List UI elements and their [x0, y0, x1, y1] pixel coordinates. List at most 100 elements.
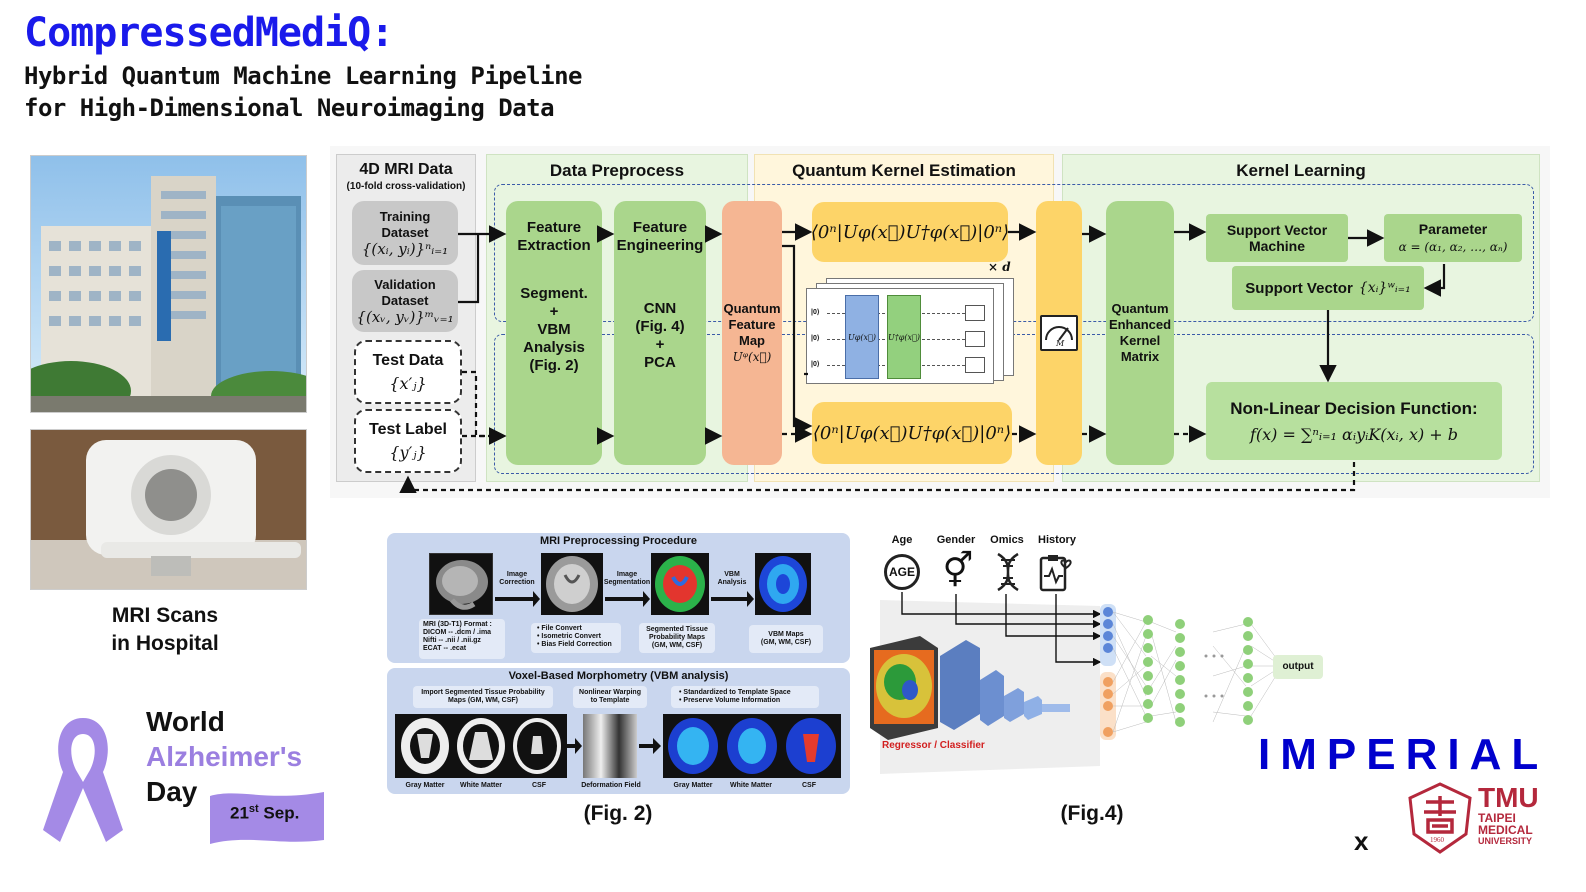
photo-caption: MRI Scans in Hospital: [30, 602, 300, 658]
parameter-title: Parameter: [1418, 221, 1488, 237]
note1-line4: ECAT -- .ecat: [423, 645, 467, 652]
fe-body-5: (Fig. 2): [529, 357, 579, 374]
test-data-formula: {x′ⱼ}: [389, 373, 427, 393]
note3-line1: Segmented Tissue: [646, 626, 708, 633]
output-label: output: [1282, 661, 1314, 672]
quantum-circuit: |0⟩ |0⟩ |0⟩ Uφ(x⃗) U†φ(x⃗) × d: [806, 260, 1014, 384]
step-vbm-analysis: VBM Analysis: [717, 571, 747, 586]
warped-maps-image: [663, 714, 841, 778]
note4-line2: (GM, WM, CSF): [760, 639, 812, 646]
validation-label-2: Dataset: [381, 293, 429, 308]
note3-line2: Probability Maps: [648, 634, 705, 641]
decision-formula: f(x) = ∑ⁿᵢ₌₁ αᵢyᵢK(xᵢ, x) + b: [1249, 424, 1459, 444]
awareness-text: World Alzheimer's Day: [146, 704, 302, 809]
vbm1-line1: Import Segmented Tissue Probability: [421, 689, 545, 696]
vbm-step-import: Import Segmented Tissue Probability Maps…: [413, 686, 553, 708]
fg-title-1: Feature: [632, 219, 688, 236]
input-history-label: History: [1038, 534, 1076, 546]
feature-engineering-block: Feature Engineering CNN (Fig. 4) + PCA: [614, 201, 706, 465]
vbm2-line1: Nonlinear Warping: [579, 689, 641, 696]
photo-caption-line-1: MRI Scans: [111, 604, 219, 627]
date-suffix: st: [248, 803, 259, 815]
qfm-line-3: Map: [739, 333, 765, 348]
test-label-box: Test Label {y′ⱼ}: [354, 409, 462, 473]
tmu-seal-year: 1960: [1430, 836, 1444, 844]
fig2-title: MRI Preprocessing Procedure: [539, 535, 698, 547]
vbm1-line2: Maps (GM, WM, CSF): [448, 697, 518, 704]
fe-title-2: Extraction: [517, 237, 591, 254]
page-title: CompressedMediQ:: [24, 10, 394, 56]
awareness-line-1: World: [146, 706, 225, 737]
input-gender-label: Gender: [936, 534, 976, 546]
test-label-label: Test Label: [369, 420, 447, 438]
hospital-photo: [30, 155, 307, 413]
photo-caption-line-2: in Hospital: [111, 632, 219, 655]
label-deformation-field: Deformation Field: [581, 782, 641, 789]
fe-body-2: +: [549, 303, 559, 320]
label-csf: CSF: [532, 782, 546, 789]
vbm-panel: Voxel-Based Morphometry (VBM analysis) I…: [387, 668, 850, 794]
medical-history-icon: [1038, 554, 1074, 592]
input-age-label: Age: [891, 534, 913, 546]
fg-body-4: PCA: [644, 354, 676, 371]
tmu-line-1: TAIPEI: [1478, 811, 1516, 825]
dna-icon: [990, 552, 1026, 592]
vbm3-line1: • Standardized to Template Space: [679, 689, 791, 696]
page-subtitle: Hybrid Quantum Machine Learning Pipeline…: [24, 60, 582, 124]
fe-title-1: Feature: [526, 219, 582, 236]
fg-title-2: Engineering: [616, 237, 704, 254]
label-gray-matter: Gray Matter: [405, 782, 445, 789]
validation-label-1: Validation: [374, 277, 436, 292]
data-subtitle: (10-fold cross-validation): [346, 181, 466, 192]
label-white-matter: White Matter: [460, 782, 502, 789]
tissue-images-bw: [395, 714, 567, 778]
label-csf-2: CSF: [802, 782, 816, 789]
note2-line3: • Bias Field Correction: [537, 641, 612, 648]
mri-sagittal-image: [429, 553, 493, 615]
fg-body-2: (Fig. 4): [635, 318, 685, 335]
stage-quantum-kernel-title: Quantum Kernel Estimation: [792, 161, 1016, 180]
vbm-map-image: [755, 553, 811, 615]
test-data-label: Test Data: [372, 351, 444, 369]
measurement-meter-icon: M: [1040, 315, 1078, 351]
stage-kernel-learning-title: Kernel Learning: [1236, 161, 1366, 180]
svm-block: Support Vector Machine: [1206, 214, 1348, 262]
qekm-line-1: Quantum: [1111, 301, 1169, 316]
subtitle-line-1: Hybrid Quantum Machine Learning Pipeline: [24, 62, 582, 90]
fe-body-3: VBM: [537, 321, 571, 338]
kernel-estimate-top: ⟨0ⁿ|Uφ(x⃗)U†φ(x⃗)|0ⁿ⟩: [811, 202, 1009, 262]
tmu-seal-icon: [1408, 782, 1472, 854]
fe-body-4: Analysis: [523, 339, 585, 356]
validation-dataset: Validation Dataset {(xᵥ, yᵥ)}ᵐᵥ₌₁: [352, 270, 458, 332]
qfm-line-2: Feature: [728, 317, 776, 332]
svm-line-2: Machine: [1248, 238, 1305, 254]
qekm-line-2: Enhanced: [1108, 317, 1172, 332]
step-image-segmentation: Image Segmentation: [603, 571, 651, 586]
qekm-line-4: Matrix: [1120, 349, 1160, 364]
awareness-line-2: Alzheimer's: [146, 741, 303, 772]
regressor-label: Regressor / Classifier: [882, 740, 985, 751]
label-white-matter-2: White Matter: [730, 782, 772, 789]
tmu-name: TMU: [1478, 782, 1539, 813]
qekm-line-3: Kernel: [1119, 333, 1161, 348]
tmu-line-3: UNIVERSITY: [1478, 836, 1533, 846]
kernel-estimate-bottom: ⟨0ⁿ|Uφ(x⃗)U†φ(x⃗)|0ⁿ⟩: [812, 402, 1012, 464]
step-image-correction: Image Correction: [499, 571, 535, 586]
training-set-formula: {(xᵢ, yᵢ)}ⁿᵢ₌₁: [361, 240, 449, 258]
decision-function-block: Non-Linear Decision Function: f(x) = ∑ⁿᵢ…: [1206, 382, 1502, 460]
qfm-line-1: Quantum: [723, 301, 781, 316]
fig4-caption: (Fig.4): [1060, 802, 1124, 825]
meter-icon: [965, 331, 985, 347]
measurement-block: M: [1036, 201, 1082, 465]
collaboration-x: x: [1354, 826, 1369, 856]
parameter-block: Parameter α = (α₁, α₂, …, αₙ): [1384, 214, 1522, 262]
date-banner-shape: [210, 792, 324, 844]
meter-icon: [965, 357, 985, 373]
date-day: 21: [230, 803, 249, 823]
fig2-arrows: [495, 591, 754, 607]
vbm3-line2: • Preserve Volume Information: [679, 697, 781, 704]
quantum-feature-map-block: Quantum Feature Map Uᵠ(x⃗): [722, 201, 782, 465]
training-dataset: Training Dataset {(xᵢ, yᵢ)}ⁿᵢ₌₁: [352, 201, 458, 265]
note1-line1: MRI (3D-T1) Format :: [423, 621, 492, 628]
tmu-logo-text: TMU TAIPEI MEDICAL UNIVERSITY: [1478, 784, 1539, 847]
